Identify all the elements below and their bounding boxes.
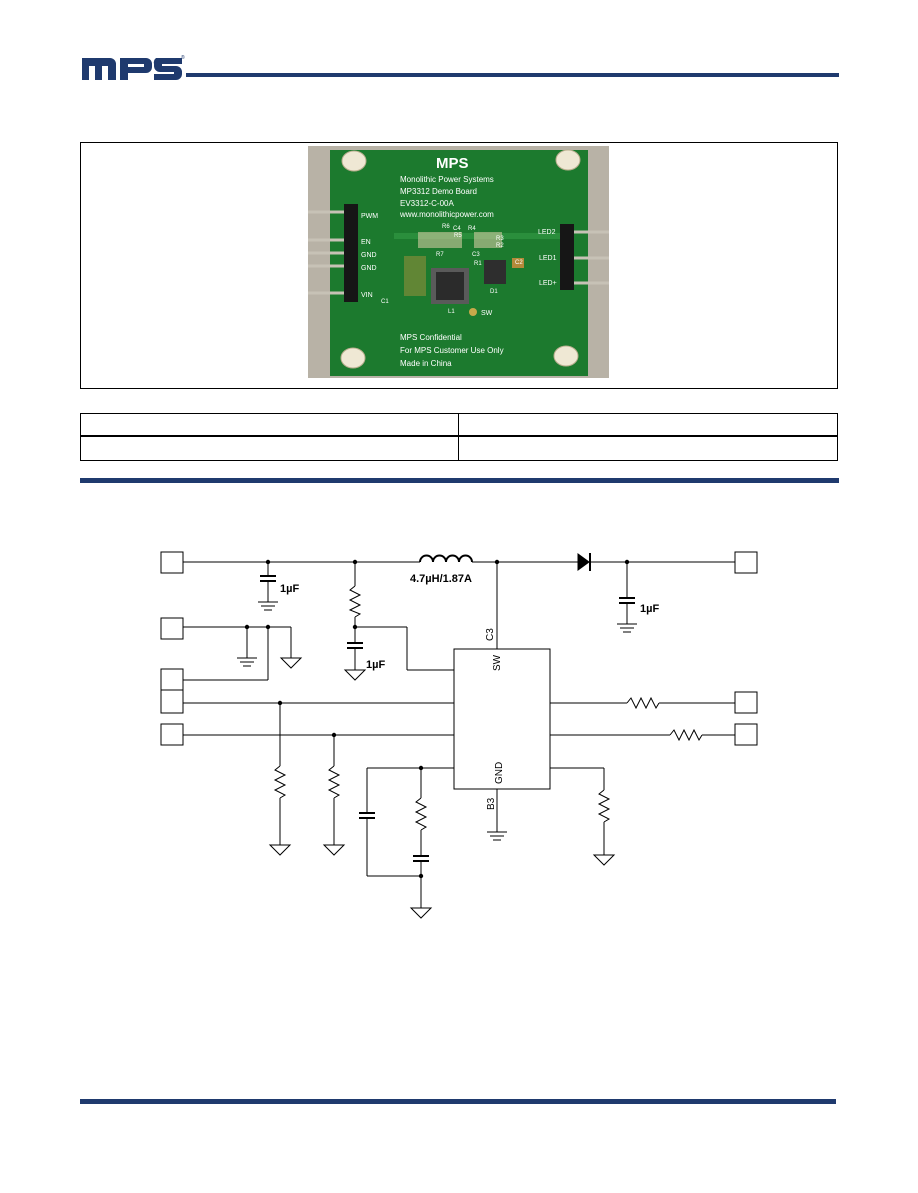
silk-pin-en: EN (361, 239, 371, 246)
silk-ref-sw: SW (481, 310, 493, 317)
silk-ref-r3: R3 (496, 236, 504, 242)
table-cell (80, 413, 459, 437)
header-rule (186, 73, 839, 77)
board-photo-frame (80, 142, 838, 389)
silk-line1: Monolithic Power Systems (400, 175, 494, 184)
silk-ref-c4: C4 (453, 226, 461, 232)
ic-pin-gnd: GND (494, 762, 505, 784)
silk-footer3: Made in China (400, 359, 452, 368)
silk-pin-gnd1: GND (361, 252, 377, 259)
mps-logo: ® (80, 52, 186, 82)
silk-ref-c2: C2 (515, 260, 523, 266)
info-table (80, 413, 838, 461)
silk-pin-ledp: LED+ (539, 280, 557, 287)
silk-ref-r1: R1 (474, 261, 482, 267)
board-photo: MPS Monolithic Power Systems MP3312 Demo… (308, 146, 609, 378)
ic-ball-c3: C3 (485, 628, 496, 641)
svg-text:®: ® (181, 54, 185, 61)
inductor-label: 4.7µH/1.87A (410, 573, 472, 585)
silk-pin-pwm: PWM (361, 213, 378, 220)
silk-pin-gnd2: GND (361, 265, 377, 272)
ic-pin-sw: SW (492, 654, 503, 671)
silk-ref-c3: C3 (472, 252, 480, 258)
ic-ball-b3: B3 (486, 797, 497, 810)
silk-ref-r7: R7 (436, 252, 444, 258)
silk-pin-led2: LED2 (538, 229, 556, 236)
section-rule (80, 478, 839, 483)
silk-ref-r4: R4 (468, 226, 476, 232)
c-out-label: 1µF (640, 603, 659, 615)
table-cell (458, 413, 838, 437)
silk-footer2: For MPS Customer Use Only (400, 346, 504, 355)
silk-ref-l1: L1 (448, 309, 455, 315)
table-cell (80, 436, 459, 461)
table-cell (458, 436, 838, 461)
silk-ref-d1: D1 (490, 289, 498, 295)
silk-brand: MPS (436, 155, 469, 172)
silk-ref-r5: R5 (454, 233, 462, 239)
silk-ref-c1: C1 (381, 299, 389, 305)
silk-footer1: MPS Confidential (400, 333, 462, 342)
silk-ref-r2: R2 (496, 243, 504, 249)
c-in-label: 1µF (280, 583, 299, 595)
silk-line2: MP3312 Demo Board (400, 187, 477, 196)
silk-line4: www.monolithicpower.com (399, 210, 494, 219)
c-vin-label: 1µF (366, 659, 385, 671)
silk-pin-vin: VIN (361, 292, 373, 299)
silk-ref-r6: R6 (442, 224, 450, 230)
silk-pin-led1: LED1 (539, 255, 557, 262)
silk-line3: EV3312-C-00A (400, 199, 454, 208)
footer-rule (80, 1099, 836, 1104)
